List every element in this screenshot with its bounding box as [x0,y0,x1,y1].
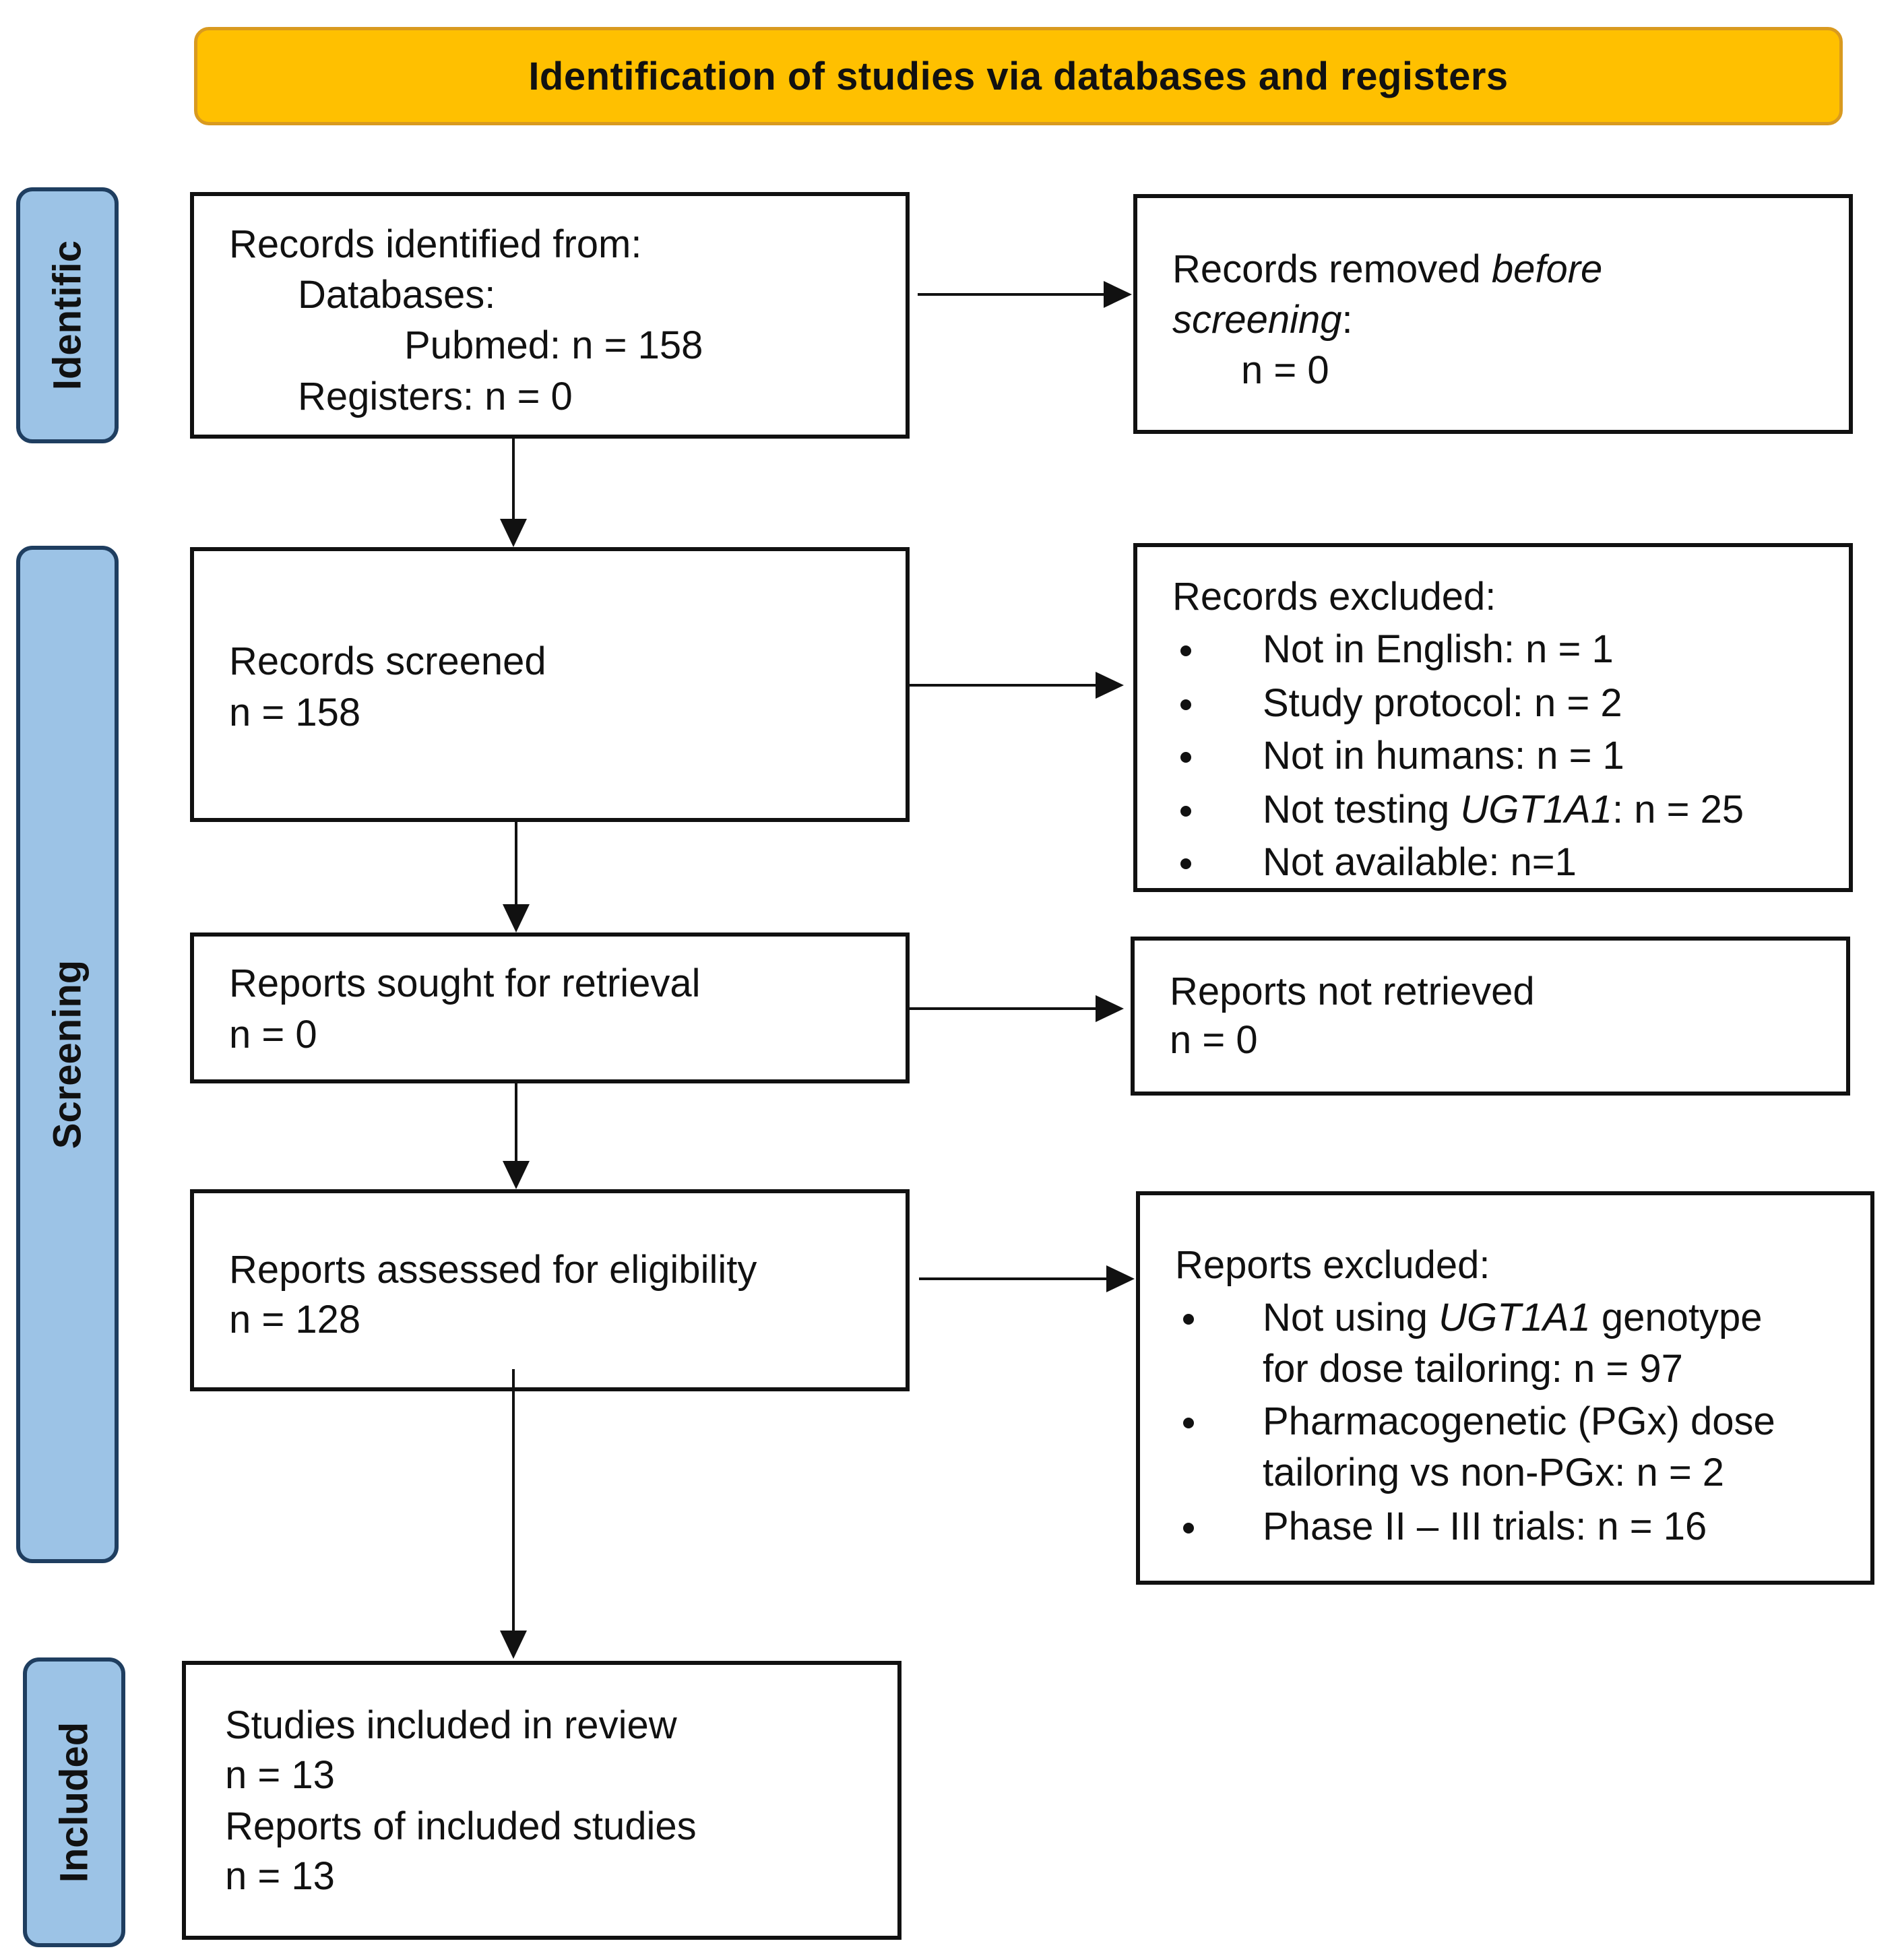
included-reports-label: Reports of included studies [225,1804,697,1848]
arrowhead-icon [1096,995,1124,1022]
excluded-study-protocol: Study protocol: n = 2 [1263,681,1622,725]
identified-title: Records identified from: [229,222,642,266]
reports-sought-box: Reports sought for retrieval n = 0 [190,932,910,1083]
excluded-records-title: Records excluded: [1172,575,1496,619]
assessed-count: n = 128 [229,1298,361,1341]
phase-included: Included [23,1657,125,1947]
bullet-icon [1180,645,1191,656]
not-retrieved-label: Reports not retrieved [1170,970,1535,1013]
arrowhead-icon [503,1161,530,1189]
arrowhead-icon [1096,672,1124,699]
excluded-not-using-genotype: Not using UGT1A1 genotype [1263,1292,1763,1343]
excluded-pgx-line2: tailoring vs non-PGx: n = 2 [1263,1451,1725,1494]
not-retrieved-count: n = 0 [1170,1018,1258,1062]
records-screened-box: Records screened n = 158 [190,547,910,822]
arrowhead-icon [1104,281,1132,308]
removed-line2: screening: [1172,294,1353,346]
not-using-suffix: genotype [1590,1296,1763,1339]
arrowhead-icon [500,519,527,547]
excluded-not-testing-count: : n = 25 [1612,788,1744,831]
removed-count: n = 0 [1241,348,1329,392]
bullet-icon [1180,858,1191,869]
identified-pubmed: Pubmed: n = 158 [404,323,703,367]
bullet-icon [1183,1523,1194,1534]
removed-colon: : [1341,298,1353,342]
excluded-dose-tailoring: for dose tailoring: n = 97 [1263,1347,1683,1391]
included-studies-count: n = 13 [225,1753,335,1797]
records-removed-box: Records removed before screening: n = 0 [1133,194,1853,434]
included-studies-label: Studies included in review [225,1703,677,1747]
records-identified-box: Records identified from: Databases: Pubm… [190,192,910,439]
excluded-not-testing-prefix: Not testing [1263,788,1461,831]
reports-assessed-box: Reports assessed for eligibility n = 128 [190,1189,910,1391]
excluded-not-testing: Not testing UGT1A1: n = 25 [1263,784,1744,835]
not-using-gene-name: UGT1A1 [1438,1296,1591,1339]
removed-screening: screening [1172,298,1342,342]
records-excluded-box: Records excluded: Not in English: n = 1 … [1133,543,1853,892]
removed-before: before [1491,247,1603,291]
reports-not-retrieved-box: Reports not retrieved n = 0 [1131,937,1850,1096]
removed-prefix: Records removed [1172,247,1492,291]
screened-count: n = 158 [229,691,361,734]
sought-count: n = 0 [229,1013,317,1056]
phase-identification: Identific [16,187,119,443]
arrowhead-icon [500,1631,527,1659]
reports-excluded-box: Reports excluded: Not using UGT1A1 genot… [1136,1191,1874,1585]
excluded-not-available: Not available: n=1 [1263,840,1577,884]
excluded-reports-title: Reports excluded: [1175,1243,1490,1287]
sought-label: Reports sought for retrieval [229,961,701,1005]
arrowhead-icon [503,904,530,932]
arrowhead-icon [1106,1265,1135,1292]
bullet-icon [1180,752,1191,763]
assessed-label: Reports assessed for eligibility [229,1248,757,1292]
studies-included-box: Studies included in review n = 13 Report… [182,1661,901,1940]
bullet-icon [1183,1418,1194,1428]
identified-databases: Databases: [298,273,496,317]
not-using-prefix: Not using [1263,1296,1439,1339]
screened-label: Records screened [229,639,546,683]
bullet-icon [1180,806,1191,817]
bullet-icon [1180,699,1191,710]
excluded-not-humans: Not in humans: n = 1 [1263,734,1624,778]
identified-registers: Registers: n = 0 [298,375,573,418]
phase-screening: Screening [16,546,119,1563]
excluded-pgx-line1: Pharmacogenetic (PGx) dose [1263,1399,1775,1443]
included-reports-count: n = 13 [225,1854,335,1898]
excluded-phase-trials: Phase II – III trials: n = 16 [1263,1505,1707,1548]
excluded-not-english: Not in English: n = 1 [1263,627,1614,671]
excluded-gene-name: UGT1A1 [1460,788,1613,831]
removed-line1: Records removed before [1172,244,1602,295]
header-title: Identification of studies via databases … [528,54,1509,98]
bullet-icon [1183,1314,1194,1325]
header-banner: Identification of studies via databases … [194,27,1843,125]
